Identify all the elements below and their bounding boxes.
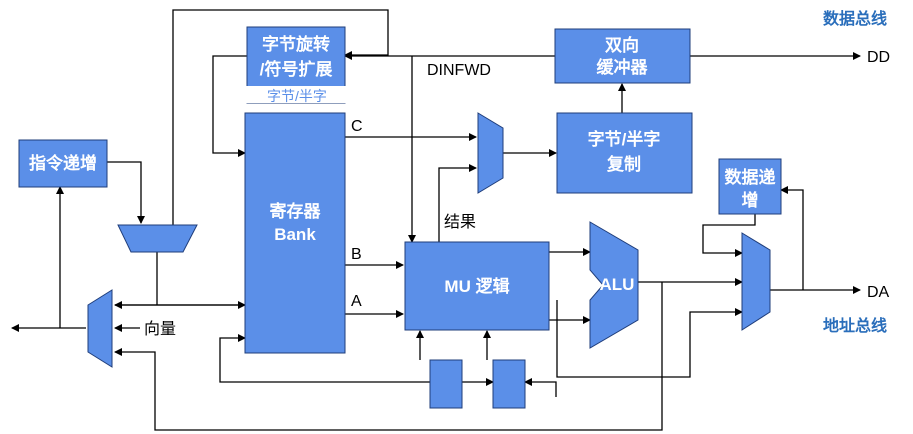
upper-mux: [477, 112, 504, 194]
wire-instr-to-mux: [107, 161, 145, 224]
alu-block: ALU: [589, 221, 639, 349]
signal-dinfwd: DINFWD: [427, 62, 491, 79]
buffer-label-1: 双向: [605, 35, 639, 55]
wire-reg-bottom: [219, 334, 443, 383]
byte-rotate-block: 字节旋转 /符号扩展 字节/半字: [243, 26, 349, 104]
alu-label: ALU: [600, 275, 635, 294]
bidir-buffer-block: 双向 缓冲器: [554, 28, 691, 84]
address-mux: [741, 232, 771, 331]
signal-a: A: [351, 293, 362, 310]
wire-rotate-to-reg: [212, 55, 247, 157]
byte-rotate-label-1: 字节旋转: [262, 34, 330, 54]
wire-right-small: [524, 378, 557, 397]
small-reg-1: [429, 359, 463, 409]
wire-result: [438, 164, 477, 242]
regbank-label-1: 寄存器: [270, 201, 322, 221]
wire-top-loop: [172, 9, 389, 227]
mu-logic-block: MU 逻辑: [404, 241, 550, 331]
register-bank-block: 寄存器 Bank: [244, 112, 346, 354]
byte-dup-label-1: 字节/半字: [588, 129, 661, 149]
signal-vector: 向量: [144, 320, 176, 338]
wire-dinc-mux: [702, 214, 756, 257]
wires: [11, 9, 861, 431]
small-reg-2: [492, 359, 526, 409]
signal-result: 结果: [444, 213, 476, 231]
port-dd: DD: [867, 49, 890, 66]
top-mux: [117, 224, 198, 253]
signal-b: B: [351, 246, 362, 263]
data-bus-label: 数据总线: [823, 9, 887, 28]
byte-halfword-bar: [243, 86, 349, 103]
data-incr-label-1: 数据递: [725, 167, 776, 187]
buffer-label-2: 缓冲器: [597, 57, 649, 77]
left-mux: [87, 289, 113, 368]
byte-rotate-label-2: /符号扩展: [260, 59, 333, 79]
instr-incr-label: 指令递增: [29, 153, 97, 173]
byte-dup-block: 字节/半字 复制: [556, 112, 693, 194]
byte-dup-label-2: 复制: [606, 154, 641, 174]
data-incr-label-2: 增: [742, 190, 759, 210]
signal-c: C: [351, 118, 363, 135]
data-incr-block: 数据递 增: [718, 158, 782, 215]
address-bus-label: 地址总线: [823, 316, 887, 335]
wire-da-feedback: [780, 186, 804, 290]
wire-alu-loop: [556, 300, 743, 378]
instr-incr-block: 指令递增: [18, 139, 108, 188]
regbank-label-2: Bank: [274, 225, 316, 244]
mu-logic-label: MU 逻辑: [444, 276, 509, 296]
byte-halfword-label: 字节/半字: [267, 88, 327, 104]
port-da: DA: [867, 284, 890, 301]
wire-alu-down: [114, 282, 663, 431]
